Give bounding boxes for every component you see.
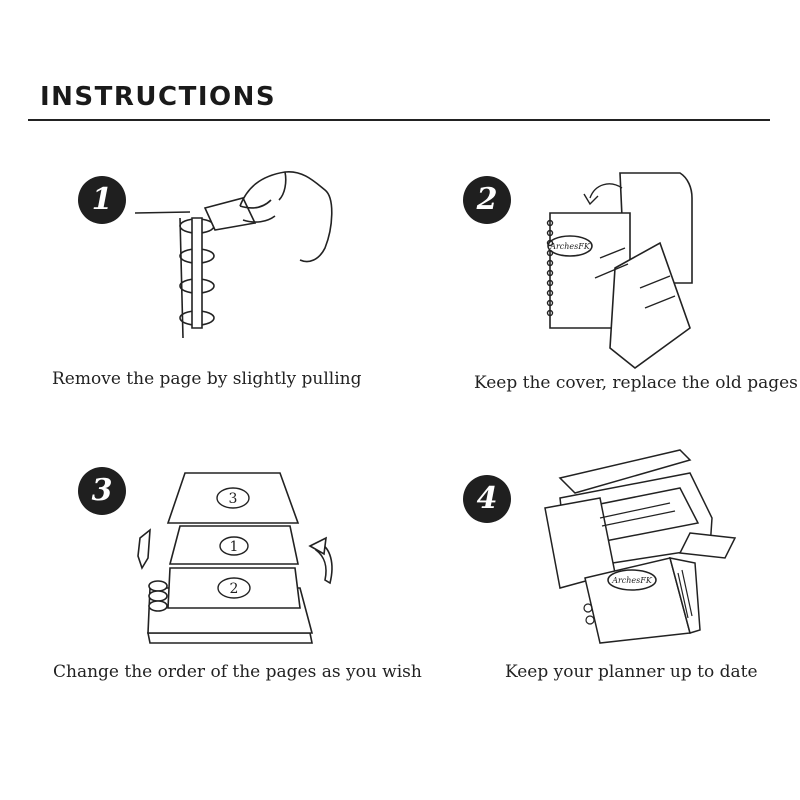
step-3-illustration: 3 1 2 [130,468,340,648]
step-3-caption: Change the order of the pages as you wis… [53,662,422,682]
step-1-illustration [135,168,345,343]
step-2-caption: Keep the cover, replace the old pages [474,373,798,393]
step-3-number-badge: 3 [78,467,126,515]
step-2-illustration: ArchesFK [540,168,705,368]
title-divider [28,119,770,121]
page-title: INSTRUCTIONS [40,82,277,112]
step-1-number-badge: 1 [78,176,126,224]
step-3-page-label-top: 3 [229,491,238,507]
step-2-number-badge: 2 [463,176,511,224]
step-4-illustration: ArchesFK [540,448,740,643]
step-4-caption: Keep your planner up to date [505,662,758,682]
step-3-page-label-middle: 1 [230,539,239,555]
step-4-number-badge: 4 [463,475,511,523]
step-4-cover-logo: ArchesFK [611,576,653,585]
step-2-cover-logo: ArchesFK [549,242,591,251]
step-3-page-label-bottom: 2 [230,581,239,597]
step-1-caption: Remove the page by slightly pulling [52,369,362,389]
